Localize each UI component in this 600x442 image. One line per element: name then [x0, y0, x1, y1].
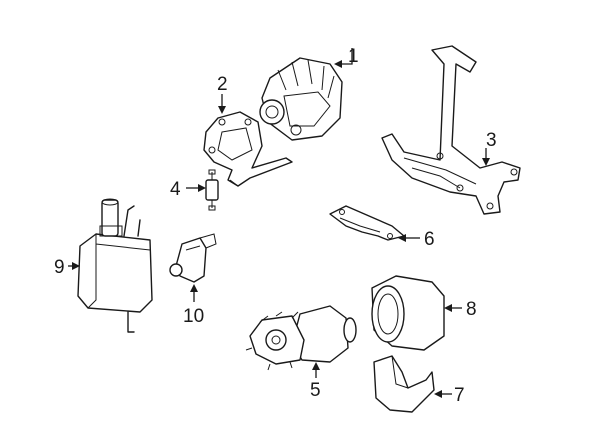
- part-9-canister[interactable]: [77, 198, 153, 333]
- callout-8: 8: [466, 299, 477, 320]
- part-1-air-pump[interactable]: [259, 57, 343, 141]
- part-10-valve[interactable]: [169, 233, 217, 283]
- part-6-heat-shield[interactable]: [329, 205, 405, 241]
- callout-6: 6: [424, 229, 435, 250]
- callout-9: 9: [54, 257, 65, 278]
- callout-4: 4: [170, 179, 181, 200]
- part-5-pump[interactable]: [245, 305, 357, 371]
- part-4-fitting[interactable]: [205, 169, 219, 211]
- callout-1: 1: [348, 46, 359, 67]
- callout-7: 7: [454, 385, 465, 406]
- callout-10: 10: [183, 306, 204, 327]
- part-8-cover[interactable]: [371, 275, 445, 351]
- leader-lines: [68, 48, 490, 398]
- callout-5: 5: [310, 380, 321, 401]
- part-3-mounting-bracket[interactable]: [381, 45, 521, 215]
- callout-3: 3: [486, 130, 497, 151]
- callout-labels: 1 2 3 4 5 6 7 8 9 10: [54, 46, 497, 406]
- part-2-bracket[interactable]: [203, 111, 293, 187]
- callout-2: 2: [217, 74, 228, 95]
- part-7-shield-bracket[interactable]: [373, 355, 435, 413]
